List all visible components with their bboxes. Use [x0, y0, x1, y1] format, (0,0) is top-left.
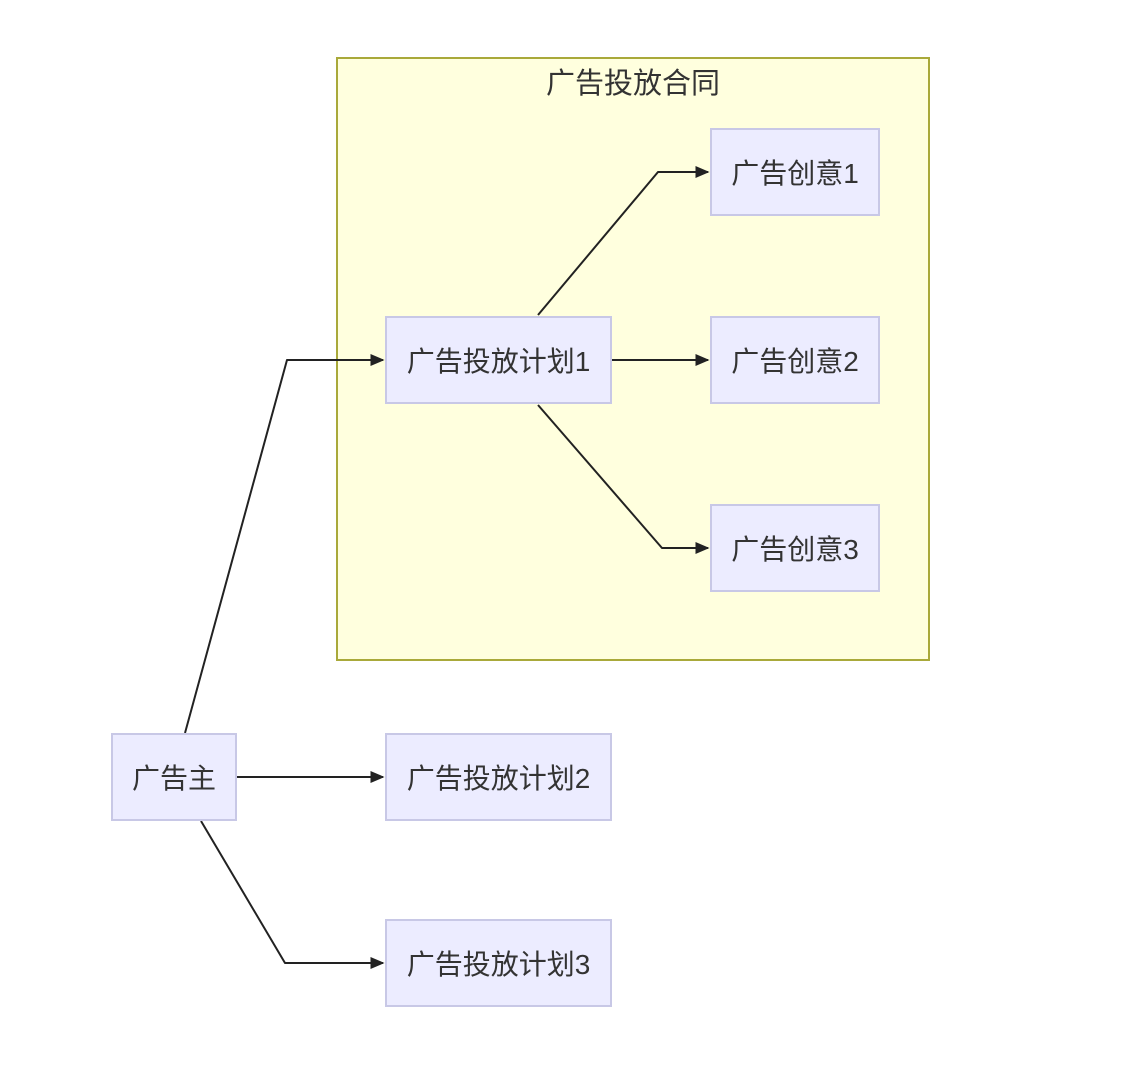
- cluster-title: 广告投放合同: [545, 68, 720, 100]
- node-advertiser-label: 广告主: [131, 763, 216, 794]
- node-creative1: 广告创意1: [710, 128, 880, 216]
- node-advertiser: 广告主: [111, 733, 237, 821]
- node-plan2: 广告投放计划2: [385, 733, 612, 821]
- node-creative3: 广告创意3: [710, 504, 880, 592]
- node-creative3-label: 广告创意3: [731, 534, 859, 565]
- node-plan2-label: 广告投放计划2: [406, 763, 591, 794]
- edge-advertiser-plan3: [200, 820, 385, 969]
- node-creative1-label: 广告创意1: [731, 158, 859, 189]
- node-plan3: 广告投放计划3: [385, 919, 612, 1007]
- node-creative2-label: 广告创意2: [731, 346, 859, 377]
- node-plan1: 广告投放计划1: [385, 316, 612, 404]
- node-plan3-label: 广告投放计划3: [406, 949, 591, 980]
- node-creative2: 广告创意2: [710, 316, 880, 404]
- node-plan1-label: 广告投放计划1: [406, 346, 591, 377]
